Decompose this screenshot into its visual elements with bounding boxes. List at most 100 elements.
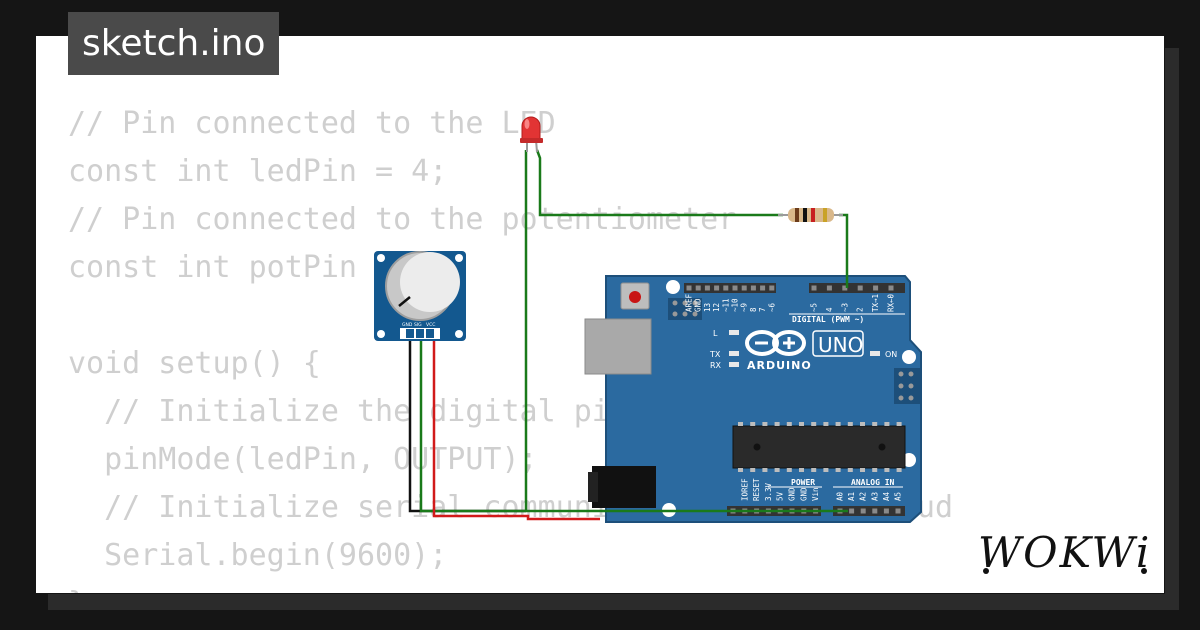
digital-pin[interactable]	[857, 285, 863, 291]
analog-pin-label: A3	[870, 492, 879, 501]
tx-led-indicator	[729, 351, 739, 356]
sketch-filename-tab: sketch.ino	[68, 12, 280, 75]
code-line: }	[68, 580, 953, 593]
analog-pin-header[interactable]	[833, 506, 905, 516]
power-pin-label: GND	[788, 487, 797, 501]
usb-port	[584, 318, 652, 375]
wire-vcc[interactable]	[432, 332, 600, 521]
digital-pin-label: 4	[825, 307, 834, 312]
digital-pin[interactable]	[769, 285, 775, 291]
code-line: // Pin connected to the potentiometer	[68, 202, 737, 237]
red-led[interactable]	[520, 116, 543, 153]
mounting-hole	[666, 280, 680, 294]
uno-badge	[812, 330, 864, 357]
power-pin-label: RESET	[752, 478, 761, 501]
digital-pin[interactable]	[888, 285, 894, 291]
pot-pin-label: GND	[402, 322, 413, 328]
power-pin-label: 3.3V	[764, 482, 773, 501]
pot-pin-label: VCC	[426, 322, 435, 328]
digital-pin-label: 2	[856, 307, 865, 312]
digital-pin[interactable]	[686, 285, 692, 291]
card-shadow-right	[1165, 48, 1179, 610]
digital-pin[interactable]	[695, 285, 701, 291]
analog-pin[interactable]	[895, 508, 901, 514]
knob-indicator	[398, 296, 411, 307]
rx-led-label: RX	[710, 361, 722, 370]
digital-pin[interactable]	[760, 285, 766, 291]
digital-pin-label: 13	[703, 303, 712, 312]
digital-pin-header[interactable]	[684, 283, 905, 293]
digital-pin[interactable]	[714, 285, 720, 291]
digital-pin[interactable]	[873, 285, 879, 291]
analog-pin[interactable]	[860, 508, 866, 514]
analog-pin-label: A1	[847, 492, 856, 501]
atmega-chip	[732, 422, 906, 472]
wokwi-logo: WOKWi	[978, 528, 1148, 577]
digital-pin-label: ~3	[840, 303, 849, 312]
pot-pin-label: SIG	[414, 322, 422, 328]
analog-pin-label: A4	[882, 491, 891, 501]
digital-header-label: DIGITAL (PWM ~)	[792, 315, 864, 324]
analog-pin[interactable]	[883, 508, 889, 514]
potentiometer-knob[interactable]	[400, 252, 460, 312]
digital-pin-label: AREF	[685, 293, 694, 312]
digital-pin-label: 12	[712, 303, 721, 312]
mounting-hole	[902, 350, 916, 364]
code-line: void setup() {	[68, 346, 321, 381]
power-pin-label: GND	[799, 487, 808, 501]
digital-pin[interactable]	[750, 285, 756, 291]
digital-pin-label: 8	[749, 307, 758, 312]
code-line: const int ledPin = 4;	[68, 154, 448, 189]
digital-pin-label: ~9	[740, 303, 749, 312]
analog-pin[interactable]	[849, 508, 855, 514]
wire-gnd[interactable]	[408, 332, 526, 513]
wire-led-anode[interactable]	[535, 149, 783, 217]
power-on-label: ON	[885, 350, 897, 359]
analog-pin[interactable]	[872, 508, 878, 514]
analog-header-label: ANALOG IN	[851, 478, 895, 487]
analog-pin-label: A2	[859, 492, 868, 501]
arduino-brand-label: ARDUINO	[747, 359, 812, 372]
digital-pin-label: ~11	[721, 298, 730, 312]
digital-pin-label: RX←0	[887, 293, 896, 312]
power-on-led	[870, 351, 880, 356]
icsp-header	[668, 298, 702, 320]
digital-pin[interactable]	[811, 285, 817, 291]
digital-pin-label: 7	[758, 307, 767, 312]
digital-pin[interactable]	[704, 285, 710, 291]
card-shadow-bottom	[48, 594, 1178, 610]
digital-pin-label: TX→1	[871, 294, 880, 312]
rx-led-indicator	[729, 362, 739, 367]
power-jack	[592, 466, 656, 508]
analog-pin-label: A5	[894, 492, 903, 501]
l-led-indicator	[729, 330, 739, 335]
reset-button-cap[interactable]	[629, 291, 641, 303]
analog-pin-label: A0	[836, 491, 845, 501]
arduino-logo	[745, 330, 806, 356]
wokwi-logo-text: WOKWi	[978, 528, 1148, 577]
power-header-label: POWER	[791, 478, 815, 487]
digital-pin-label: ~5	[810, 303, 819, 312]
digital-pin-label: GND	[694, 298, 703, 312]
icsp-header-right	[894, 368, 920, 404]
wire-signal[interactable]	[419, 332, 848, 513]
l-led-label: L	[713, 329, 718, 338]
power-pin-label: 5V	[776, 491, 785, 501]
digital-pin-label: ~10	[731, 298, 740, 312]
digital-pin[interactable]	[842, 285, 848, 291]
digital-pin[interactable]	[826, 285, 832, 291]
digital-pin[interactable]	[723, 285, 729, 291]
tx-led-label: TX	[709, 350, 721, 359]
digital-pin[interactable]	[732, 285, 738, 291]
uno-model-label: UNO	[818, 333, 863, 357]
power-pin-label: Vin	[811, 487, 820, 501]
digital-pin-label: ~6	[767, 302, 776, 312]
code-line: pinMode(ledPin, OUTPUT);	[68, 442, 538, 477]
code-line: Serial.begin(9600);	[68, 538, 448, 573]
resistor[interactable]	[778, 208, 843, 222]
potentiometer[interactable]: GND SIG VCC	[374, 251, 466, 341]
digital-pin[interactable]	[741, 285, 747, 291]
power-pin-label: IOREF	[740, 478, 749, 501]
